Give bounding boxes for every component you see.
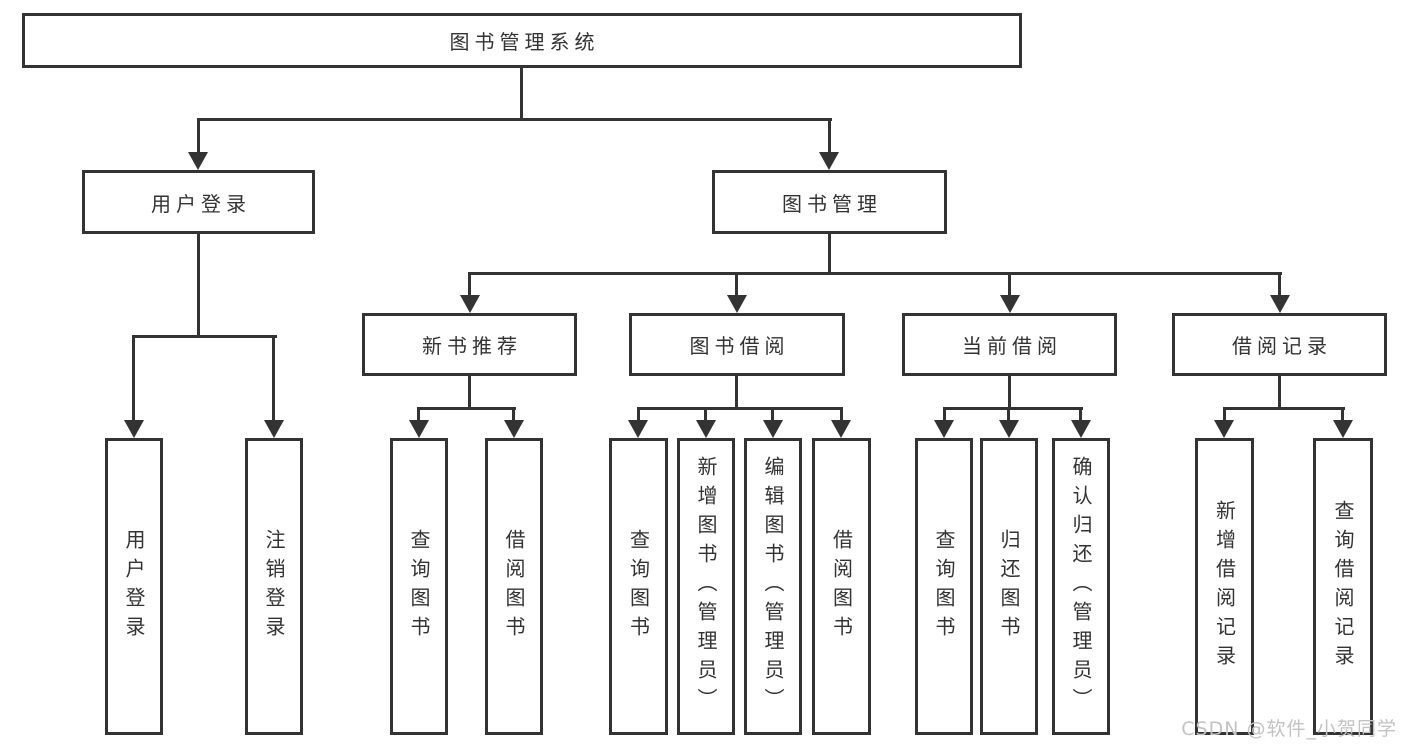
arrowhead-down-icon bbox=[504, 420, 524, 438]
node-current-borrowing: 当前借阅 bbox=[902, 313, 1117, 376]
connector-book-mgmt-split bbox=[468, 272, 1282, 275]
connector-to-leaf bbox=[1007, 407, 1010, 422]
arrowhead-down-icon bbox=[1270, 295, 1290, 313]
node-book-management: 图书管理 bbox=[712, 170, 947, 234]
connector-to-module bbox=[1278, 272, 1281, 298]
leaf-query-books-recommend: 查询图书 bbox=[390, 438, 448, 735]
arrowhead-down-icon bbox=[763, 420, 783, 438]
arrowhead-down-icon bbox=[1333, 420, 1353, 438]
connector-to-leaf bbox=[771, 407, 774, 422]
arrowhead-down-icon bbox=[628, 420, 648, 438]
node-library-management-system: 图书管理系统 bbox=[22, 13, 1022, 68]
arrowhead-down-icon bbox=[934, 420, 954, 438]
connector-to-leaf bbox=[512, 407, 515, 422]
connector-module-trunk bbox=[735, 376, 738, 409]
connector-to-leaf bbox=[1223, 407, 1226, 422]
connector-root-trunk bbox=[520, 68, 523, 121]
connector-to-user-login bbox=[197, 118, 200, 154]
connector-to-leaf bbox=[1079, 407, 1082, 422]
arrowhead-down-icon bbox=[1214, 420, 1234, 438]
connector-to-leaf bbox=[1341, 407, 1344, 422]
connector-user-login-split bbox=[132, 335, 277, 338]
connector-to-module bbox=[468, 272, 471, 298]
node-book-borrowing: 图书借阅 bbox=[629, 313, 845, 376]
connector-to-leaf bbox=[417, 407, 420, 422]
arrowhead-down-icon bbox=[999, 420, 1019, 438]
node-borrowing-records: 借阅记录 bbox=[1172, 313, 1387, 376]
connector-module-split bbox=[417, 407, 516, 410]
connector-root-split bbox=[197, 118, 832, 121]
connector-to-leaf bbox=[132, 335, 135, 422]
connector-to-book-management bbox=[828, 118, 831, 154]
leaf-user-login: 用户登录 bbox=[105, 438, 163, 735]
connector-to-leaf bbox=[272, 335, 275, 422]
connector-to-leaf bbox=[943, 407, 946, 422]
connector-to-leaf bbox=[637, 407, 640, 422]
connector-module-split bbox=[943, 407, 1083, 410]
arrowhead-down-icon bbox=[831, 420, 851, 438]
connector-user-login-trunk bbox=[197, 234, 200, 338]
connector-module-trunk bbox=[1278, 376, 1281, 409]
node-user-login: 用户登录 bbox=[82, 170, 315, 234]
connector-module-split bbox=[1223, 407, 1345, 410]
leaf-add-borrow-record: 新增借阅记录 bbox=[1195, 438, 1254, 735]
leaf-confirm-return-admin: 确认归还（管理员） bbox=[1052, 438, 1110, 735]
arrowhead-down-icon bbox=[696, 420, 716, 438]
leaf-return-books: 归还图书 bbox=[980, 438, 1038, 735]
leaf-query-books-borrowing: 查询图书 bbox=[609, 438, 668, 735]
arrowhead-down-icon bbox=[460, 295, 480, 313]
leaf-logout-login: 注销登录 bbox=[245, 438, 303, 735]
connector-module-split bbox=[637, 407, 843, 410]
connector-book-mgmt-trunk bbox=[828, 234, 831, 275]
arrowhead-down-icon bbox=[264, 420, 284, 438]
leaf-borrow-books: 借阅图书 bbox=[812, 438, 871, 735]
arrowhead-down-icon bbox=[409, 420, 429, 438]
arrowhead-down-icon bbox=[1071, 420, 1091, 438]
leaf-borrow-books-recommend: 借阅图书 bbox=[485, 438, 543, 735]
connector-to-leaf bbox=[840, 407, 843, 422]
leaf-add-books-admin: 新增图书（管理员） bbox=[677, 438, 735, 735]
leaf-query-books-current: 查询图书 bbox=[915, 438, 973, 735]
connector-to-leaf bbox=[704, 407, 707, 422]
connector-to-module bbox=[1008, 272, 1011, 298]
watermark: CSDN @软件_小贺同学 bbox=[1181, 718, 1397, 740]
arrowhead-down-icon bbox=[727, 295, 747, 313]
arrowhead-down-icon bbox=[1000, 295, 1020, 313]
connector-module-trunk bbox=[1008, 376, 1011, 409]
arrowhead-down-icon bbox=[819, 152, 839, 170]
node-new-book-recommend: 新书推荐 bbox=[362, 313, 577, 376]
arrowhead-down-icon bbox=[188, 152, 208, 170]
connector-to-module bbox=[735, 272, 738, 298]
connector-module-trunk bbox=[468, 376, 471, 409]
leaf-edit-books-admin: 编辑图书（管理员） bbox=[744, 438, 802, 735]
leaf-query-borrow-record: 查询借阅记录 bbox=[1313, 438, 1373, 735]
arrowhead-down-icon bbox=[124, 420, 144, 438]
